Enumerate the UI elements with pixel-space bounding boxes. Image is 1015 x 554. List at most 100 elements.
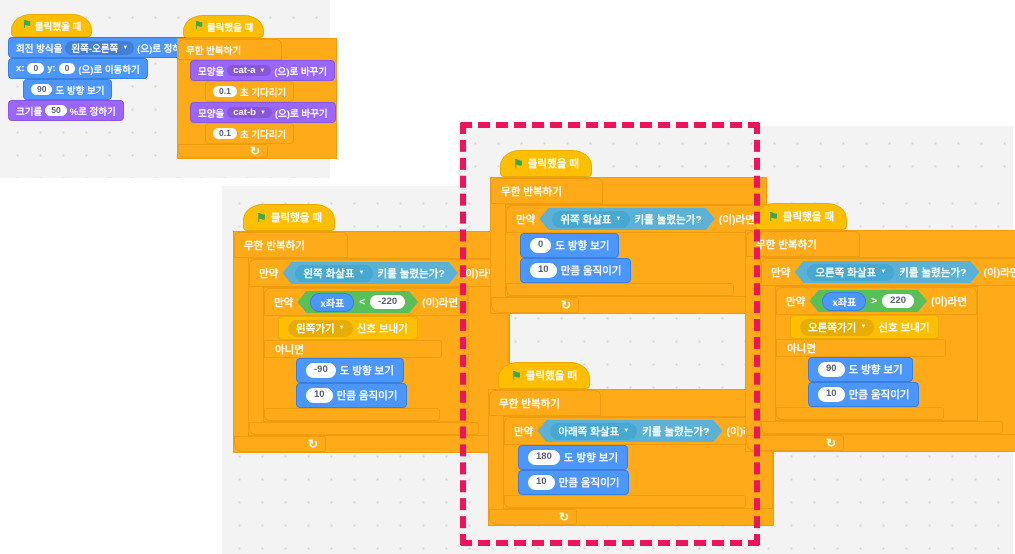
wait-seconds-input[interactable]: 0.1 <box>213 127 237 140</box>
block-label: 크기를 <box>16 106 43 118</box>
switch-costume-block[interactable]: 모양을 cat-b ▼ (으)로 바꾸기 <box>190 102 336 123</box>
forever-loop-arm[interactable]: ↻ <box>234 436 326 452</box>
forever-loop-arm[interactable]: ↻ <box>178 144 268 158</box>
move-steps-block[interactable]: 10 만큼 움직이기 <box>518 470 630 495</box>
goto-xy-block[interactable]: x: 0 y: 0 (으)로 이동하기 <box>8 58 148 79</box>
set-size-block[interactable]: 크기를 50 %로 정하기 <box>8 100 124 121</box>
move-steps-block[interactable]: 10 만큼 움직이기 <box>296 383 408 408</box>
block-label: 만큼 움직이기 <box>558 477 620 489</box>
wait-seconds-input[interactable]: 0.1 <box>213 85 237 98</box>
if-key-pressed-block[interactable]: 만약 위쪽 화살표 ▼ 키를 눌렸는가? (이)라면 0 도 방향 보기 <box>505 204 766 297</box>
dropdown-value: cat-a <box>233 65 256 76</box>
point-in-direction-block[interactable]: 0 도 방향 보기 <box>520 233 620 258</box>
when-flag-clicked-hat[interactable]: ⚑ 클릭했을 때 <box>500 150 592 177</box>
compare-value-input[interactable]: -220 <box>370 295 405 309</box>
block-label: 모양을 <box>198 108 225 120</box>
hat-label: 클릭했을 때 <box>270 212 322 224</box>
direction-input[interactable]: 180 <box>528 450 560 465</box>
block-label: 만큼 움직이기 <box>336 390 398 402</box>
else-label: 아니면 <box>275 343 304 356</box>
script-costume-loop: ⚑ 클릭했을 때 무한 반복하기 모양을 cat-a ▼ (으)로 바꾸기 0.… <box>177 15 337 159</box>
if-else-block[interactable]: 만약 x좌표 < -220 (이)라면 왼쪽가기 <box>263 287 470 422</box>
key-dropdown[interactable]: 오른쪽 화살표 ▼ <box>807 264 894 281</box>
block-label: (이)라면 <box>718 213 755 226</box>
forever-loop-arm[interactable]: ↻ <box>746 435 844 451</box>
wait-block[interactable]: 0.1 초 기다리기 <box>205 81 295 102</box>
point-in-direction-block[interactable]: 180 도 방향 보기 <box>518 445 628 470</box>
key-pressed-condition[interactable]: 위쪽 화살표 ▼ 키를 눌렸는가? <box>539 208 714 230</box>
compare-value-input[interactable]: 220 <box>882 294 914 308</box>
costume-dropdown[interactable]: cat-a ▼ <box>227 65 272 76</box>
block-label: 키를 눌렸는가? <box>377 267 445 280</box>
direction-input[interactable]: -90 <box>306 363 336 378</box>
key-pressed-condition[interactable]: 오른쪽 화살표 ▼ 키를 눌렸는가? <box>794 261 979 283</box>
direction-input[interactable]: 0 <box>530 238 552 253</box>
greater-than-condition[interactable]: x좌표 > 220 <box>809 290 927 312</box>
less-than-condition[interactable]: x좌표 < -220 <box>297 291 418 313</box>
forever-loop-arm[interactable]: ↻ <box>491 297 579 313</box>
broadcast-dropdown[interactable]: 오른쪽가기 ▼ <box>800 318 875 336</box>
if-else-block[interactable]: 만약 x좌표 > 220 (이)라면 오른쪽가기 <box>775 286 978 421</box>
forever-block[interactable]: 무한 반복하기 만약 왼쪽 화살표 ▼ 키를 눌렸는가? (이)라면 <box>233 231 510 453</box>
broadcast-block[interactable]: 오른쪽가기 ▼ 신호 보내기 <box>790 315 940 339</box>
if-bottom-arm <box>761 421 1003 434</box>
if-else-bottom-arm <box>264 408 440 421</box>
when-flag-clicked-hat[interactable]: ⚑ 클릭했을 때 <box>11 14 93 37</box>
x-position-reporter[interactable]: x좌표 <box>822 292 866 311</box>
key-dropdown[interactable]: 아래쪽 화살표 ▼ <box>550 423 637 440</box>
block-label: 도 방향 보기 <box>339 365 394 377</box>
block-label: 무한 반복하기 <box>756 238 817 251</box>
costume-dropdown[interactable]: cat-b ▼ <box>227 107 272 118</box>
script-move-up: ⚑ 클릭했을 때 무한 반복하기 만약 위쪽 화살표 ▼ 키를 눌렸는가? (이… <box>490 150 767 314</box>
when-flag-clicked-hat[interactable]: ⚑ 클릭했을 때 <box>243 204 335 231</box>
steps-input[interactable]: 10 <box>530 263 557 278</box>
y-value-input[interactable]: 0 <box>58 62 76 75</box>
if-key-pressed-block[interactable]: 만약 왼쪽 화살표 ▼ 키를 눌렸는가? (이)라면 만약 <box>248 258 509 436</box>
move-steps-block[interactable]: 10 만큼 움직이기 <box>520 258 632 283</box>
when-flag-clicked-hat[interactable]: ⚑ 클릭했을 때 <box>755 203 847 230</box>
steps-input[interactable]: 10 <box>818 387 845 402</box>
steps-input[interactable]: 10 <box>306 388 333 403</box>
steps-input[interactable]: 10 <box>528 475 555 490</box>
script-move-left: ⚑ 클릭했을 때 무한 반복하기 만약 왼쪽 화살표 ▼ 키를 눌렸는가? (이… <box>233 204 510 453</box>
chevron-down-icon: ▼ <box>623 428 630 434</box>
wait-block[interactable]: 0.1 초 기다리기 <box>205 123 295 144</box>
when-flag-clicked-hat[interactable]: ⚑ 클릭했을 때 <box>498 362 590 389</box>
point-in-direction-block[interactable]: 90 도 방향 보기 <box>808 357 913 382</box>
key-pressed-condition[interactable]: 아래쪽 화살표 ▼ 키를 눌렸는가? <box>537 420 722 442</box>
forever-block[interactable]: 무한 반복하기 만약 아래쪽 화살표 ▼ 키를 눌렸는가? (이)라면 <box>488 389 775 526</box>
switch-costume-block[interactable]: 모양을 cat-a ▼ (으)로 바꾸기 <box>190 60 336 81</box>
key-pressed-condition[interactable]: 왼쪽 화살표 ▼ 키를 눌렸는가? <box>282 262 457 284</box>
if-key-pressed-block[interactable]: 만약 오른쪽 화살표 ▼ 키를 눌렸는가? (이)라면 만약 <box>760 257 1015 435</box>
block-label: 만약 <box>771 266 791 279</box>
block-label: y: <box>47 63 56 74</box>
forever-block[interactable]: 무한 반복하기 모양을 cat-a ▼ (으)로 바꾸기 0.1 초 기다리기 … <box>177 38 337 159</box>
if-key-pressed-block[interactable]: 만약 아래쪽 화살표 ▼ 키를 눌렸는가? (이)라면 180 도 방향 보기 <box>503 416 774 509</box>
direction-input[interactable]: 90 <box>818 362 845 377</box>
x-position-reporter[interactable]: x좌표 <box>310 293 354 312</box>
point-in-direction-block[interactable]: 90 도 방향 보기 <box>23 79 113 100</box>
key-dropdown[interactable]: 왼쪽 화살표 ▼ <box>295 265 372 282</box>
hat-label: 클릭했을 때 <box>206 22 254 34</box>
script-setup: ⚑ 클릭했을 때 회전 방식을 왼쪽-오른쪽 ▼ (으)로 정하기 x: 0 y… <box>8 14 198 121</box>
forever-block[interactable]: 무한 반복하기 만약 위쪽 화살표 ▼ 키를 눌렸는가? (이)라면 <box>490 177 767 314</box>
set-rotation-style-block[interactable]: 회전 방식을 왼쪽-오른쪽 ▼ (으)로 정하기 <box>8 37 198 58</box>
rotation-style-dropdown[interactable]: 왼쪽-오른쪽 ▼ <box>65 40 135 55</box>
direction-input[interactable]: 90 <box>31 83 53 96</box>
size-input[interactable]: 50 <box>45 104 67 117</box>
broadcast-dropdown[interactable]: 왼쪽가기 ▼ <box>288 319 353 337</box>
else-label: 아니면 <box>787 342 816 355</box>
key-dropdown[interactable]: 위쪽 화살표 ▼ <box>552 211 629 228</box>
forever-block[interactable]: 무한 반복하기 만약 오른쪽 화살표 ▼ 키를 눌렸는가? (이)라면 <box>745 230 1015 452</box>
operator-symbol: > <box>871 295 878 307</box>
point-in-direction-block[interactable]: -90 도 방향 보기 <box>296 358 404 383</box>
green-flag-icon: ⚑ <box>511 368 522 383</box>
when-flag-clicked-hat[interactable]: ⚑ 클릭했을 때 <box>183 15 265 38</box>
else-arm: 아니면 <box>776 339 946 357</box>
broadcast-block[interactable]: 왼쪽가기 ▼ 신호 보내기 <box>278 316 418 340</box>
dropdown-value: cat-b <box>233 107 256 118</box>
forever-loop-arm[interactable]: ↻ <box>489 509 577 525</box>
move-steps-block[interactable]: 10 만큼 움직이기 <box>808 382 920 407</box>
x-value-input[interactable]: 0 <box>27 62 45 75</box>
if-bottom-arm <box>506 283 734 296</box>
